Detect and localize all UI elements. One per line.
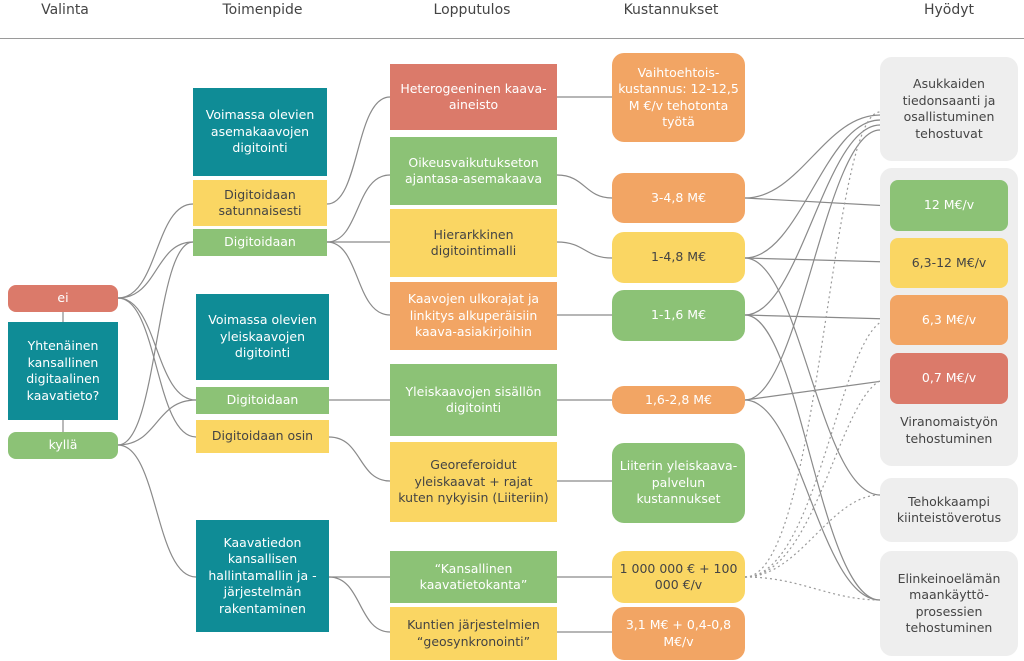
- cost-geosynkronointi: 3,1 M€ + 0,4-0,8 M€/v: [612, 607, 745, 660]
- cost-vaihtoehtoiskustannus: Vaihtoehtois-kustannus: 12-12,5 M €/v te…: [612, 53, 745, 142]
- outcome-georeferoidut: Georeferoidut yleiskaavat + rajat kuten …: [390, 442, 557, 522]
- choice-ei: ei: [8, 285, 118, 312]
- cost-kansallinen: 1 000 000 € + 100 000 €/v: [612, 551, 745, 603]
- header-valinta: Valinta: [41, 2, 89, 18]
- outcome-geosynkronointi: Kuntien järjestelmien “geosynkronointi”: [390, 607, 557, 660]
- cost-1-4-8: 1-4,8 M€: [612, 232, 745, 283]
- header-kustannukset: Kustannukset: [623, 2, 719, 18]
- outcome-ulkorajat: Kaavojen ulkorajat ja linkitys alkuperäi…: [390, 282, 557, 350]
- header-lopputulos: Lopputulos: [433, 2, 511, 18]
- option-digitoidaan-satunnaisesti: Digitoidaan satunnaisesti: [193, 180, 327, 226]
- benefit-asukkaiden: Asukkaiden tiedonsaanti ja osallistumine…: [880, 57, 1018, 161]
- cost-3-4-8: 3-4,8 M€: [612, 173, 745, 223]
- action-asemakaava-digitointi: Voimassa olevien asemakaavojen digitoint…: [193, 88, 327, 176]
- benefit-viranomais-label: Viranomaistyön tehostuminen: [900, 414, 998, 446]
- action-yleiskaava-digitointi: Voimassa olevien yleiskaavojen digitoint…: [196, 294, 329, 380]
- outcome-hierarkkinen: Hierarkkinen digitointimalli: [390, 209, 557, 277]
- header-divider: [0, 38, 1024, 39]
- action-hallintamalli: Kaavatiedon kansallisen hallintamallin j…: [196, 520, 329, 632]
- benefit-6-3-12: 6,3-12 M€/v: [890, 238, 1008, 288]
- outcome-kansallinen-kaavatietokanta: “Kansallinen kaavatietokanta”: [390, 551, 557, 603]
- outcome-yleiskaavojen-sisallon: Yleiskaavojen sisällön digitointi: [390, 364, 557, 436]
- header-hyodyt: Hyödyt: [923, 2, 975, 18]
- question-kansallinen-kaavatieto: Yhtenäinen kansallinen digitaalinen kaav…: [8, 322, 118, 420]
- choice-kylla: kyllä: [8, 432, 118, 459]
- option-yleiskaava-digitoidaan: Digitoidaan: [196, 387, 329, 414]
- benefit-elinkeinoelama: Elinkeinoelämän maankäyttö-prosessien te…: [880, 551, 1018, 656]
- option-digitoidaan-osin: Digitoidaan osin: [196, 420, 329, 453]
- cost-1-1-6: 1-1,6 M€: [612, 290, 745, 341]
- benefit-12: 12 M€/v: [890, 180, 1008, 231]
- benefit-0-7: 0,7 M€/v: [890, 353, 1008, 404]
- header-toimenpide: Toimenpide: [222, 2, 303, 18]
- option-asemakaava-digitoidaan: Digitoidaan: [193, 229, 327, 256]
- cost-liiteri: Liiterin yleiskaava-palvelun kustannukse…: [612, 443, 745, 523]
- benefit-6-3: 6,3 M€/v: [890, 295, 1008, 345]
- outcome-heterogeeninen: Heterogeeninen kaava-aineisto: [390, 64, 557, 130]
- benefit-kiinteistoverotus: Tehokkaampi kiinteistöverotus: [880, 478, 1018, 542]
- outcome-oikeusvaikutukseton: Oikeusvaikutukseton ajantasa-asemakaava: [390, 137, 557, 205]
- cost-1-6-2-8: 1,6-2,8 M€: [612, 386, 745, 414]
